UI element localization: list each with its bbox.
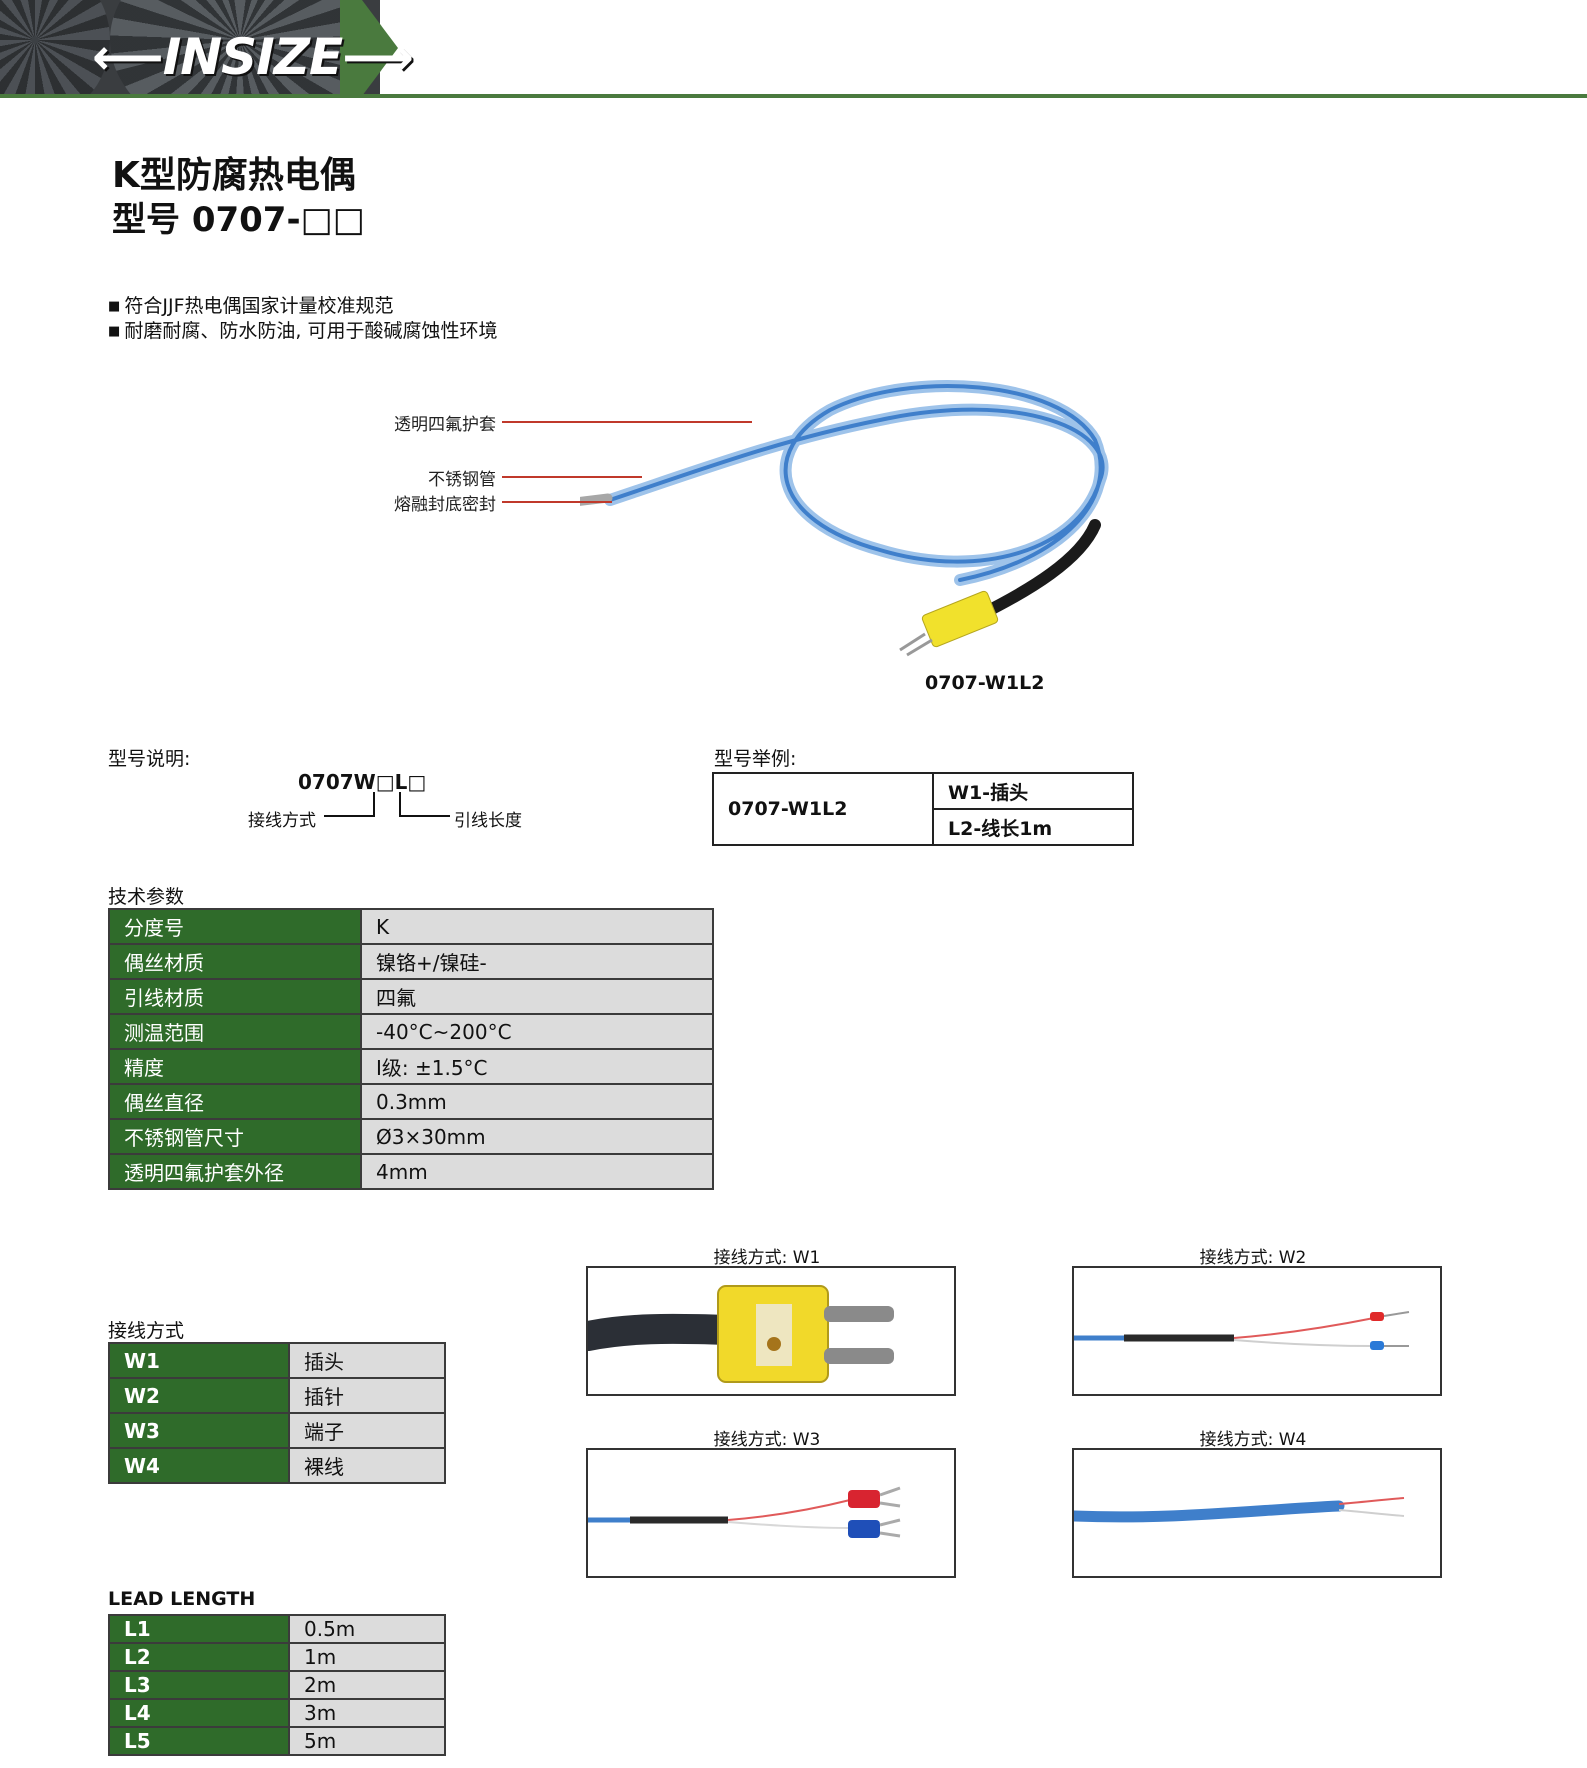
callout-label: 透明四氟护套 xyxy=(394,415,496,435)
wiring-photo-label: 接线方式: W3 xyxy=(713,1430,821,1450)
model-number-title: 型号 0707-□□ xyxy=(112,200,365,240)
wiring-code: W1 xyxy=(108,1342,290,1379)
header-banner xyxy=(0,0,380,96)
wiring-method-label: 接线方式 xyxy=(248,811,316,831)
wiring-code: W4 xyxy=(108,1447,290,1484)
lead-value: 2m xyxy=(288,1670,446,1700)
model-example-table: 0707-W1L2 W1-插头 L2-线长1m xyxy=(712,772,1134,846)
param-value: K xyxy=(360,908,714,945)
example-row: L2-线长1m xyxy=(932,808,1134,846)
param-value: -40°C~200°C xyxy=(360,1013,714,1050)
feature-item: 耐磨耐腐、防水防油, 可用于酸碱腐蚀性环境 xyxy=(108,319,497,344)
lead-value: 0.5m xyxy=(288,1614,446,1644)
header-wheel-graphic xyxy=(110,0,370,96)
example-code: 0707-W1L2 xyxy=(712,772,934,846)
param-key: 引线材质 xyxy=(108,978,362,1015)
terminal-connector-image xyxy=(588,1486,901,1538)
thermocouple-product-image xyxy=(580,380,1109,657)
param-key: 分度号 xyxy=(108,908,362,945)
lead-value: 5m xyxy=(288,1726,446,1756)
example-row: W1-插头 xyxy=(932,772,1134,810)
header-rule xyxy=(0,94,1587,98)
product-title: K型防腐热电偶 xyxy=(112,155,356,196)
wiring-photo-label: 接线方式: W4 xyxy=(1199,1430,1307,1450)
callout-line xyxy=(502,476,642,478)
lead-code: L1 xyxy=(108,1614,290,1644)
model-explain-heading: 型号说明: xyxy=(108,748,191,770)
wiring-desc: 插头 xyxy=(288,1342,446,1379)
brand-logo: ⟵INSIZE⟶ xyxy=(92,28,414,86)
callout-label: 熔融封底密封 xyxy=(394,495,496,515)
lead-code: L5 xyxy=(108,1726,290,1756)
param-value: 四氟 xyxy=(360,978,714,1015)
wiring-photo-label: 接线方式: W2 xyxy=(1199,1248,1307,1268)
callout-line xyxy=(502,421,752,423)
wiring-photo-w3 xyxy=(586,1448,956,1578)
wiring-heading: 接线方式 xyxy=(108,1320,185,1342)
model-code-bracket-lines xyxy=(324,792,450,817)
param-value: 4mm xyxy=(360,1153,714,1190)
wiring-desc: 插针 xyxy=(288,1377,446,1414)
model-code: 0707W□L□ xyxy=(298,770,427,794)
lead-code: L3 xyxy=(108,1670,290,1700)
param-value: 0.3mm xyxy=(360,1083,714,1120)
header-wheel-graphic xyxy=(0,0,110,96)
table-row: 引线材质四氟 xyxy=(108,978,714,1015)
param-key: 精度 xyxy=(108,1048,362,1085)
param-value: 镍铬+/镍硅- xyxy=(360,943,714,980)
param-value: Ø3×30mm xyxy=(360,1118,714,1155)
pin-connector-image xyxy=(1074,1311,1410,1350)
callout-label: 不锈钢管 xyxy=(428,470,496,490)
tech-params-heading: 技术参数 xyxy=(108,886,185,908)
lead-value: 3m xyxy=(288,1698,446,1728)
header-arrow-graphic xyxy=(340,0,398,96)
product-caption: 0707-W1L2 xyxy=(925,672,1045,694)
model-example-heading: 型号举例: xyxy=(714,748,797,770)
plug-connector-image xyxy=(588,1285,894,1383)
table-row: 偶丝材质镍铬+/镍硅- xyxy=(108,943,714,980)
param-key: 偶丝直径 xyxy=(108,1083,362,1120)
param-key: 不锈钢管尺寸 xyxy=(108,1118,362,1155)
callout-line xyxy=(502,501,612,503)
wiring-photo-w2 xyxy=(1072,1266,1442,1396)
lead-length-label: 引线长度 xyxy=(454,811,522,831)
feature-item: 符合JJF热电偶国家计量校准规范 xyxy=(108,294,498,319)
wiring-code: W3 xyxy=(108,1412,290,1449)
lead-value: 1m xyxy=(288,1642,446,1672)
param-key: 测温范围 xyxy=(108,1013,362,1050)
bare-wire-image xyxy=(1074,1497,1405,1523)
wiring-code: W2 xyxy=(108,1377,290,1414)
param-value: Ⅰ级: ±1.5°C xyxy=(360,1048,714,1085)
param-key: 偶丝材质 xyxy=(108,943,362,980)
wiring-photo-w4 xyxy=(1072,1448,1442,1578)
wiring-desc: 裸线 xyxy=(288,1447,446,1484)
lead-length-heading: LEAD LENGTH xyxy=(108,1588,256,1610)
param-key: 透明四氟护套外径 xyxy=(108,1153,362,1190)
feature-list: 符合JJF热电偶国家计量校准规范 耐磨耐腐、防水防油, 可用于酸碱腐蚀性环境 xyxy=(108,294,498,344)
wiring-photo-label: 接线方式: W1 xyxy=(713,1248,821,1268)
table-row: 测温范围-40°C~200°C xyxy=(108,1013,714,1050)
lead-code: L2 xyxy=(108,1642,290,1672)
lead-code: L4 xyxy=(108,1698,290,1728)
wiring-photo-w1 xyxy=(586,1266,956,1396)
wiring-desc: 端子 xyxy=(288,1412,446,1449)
